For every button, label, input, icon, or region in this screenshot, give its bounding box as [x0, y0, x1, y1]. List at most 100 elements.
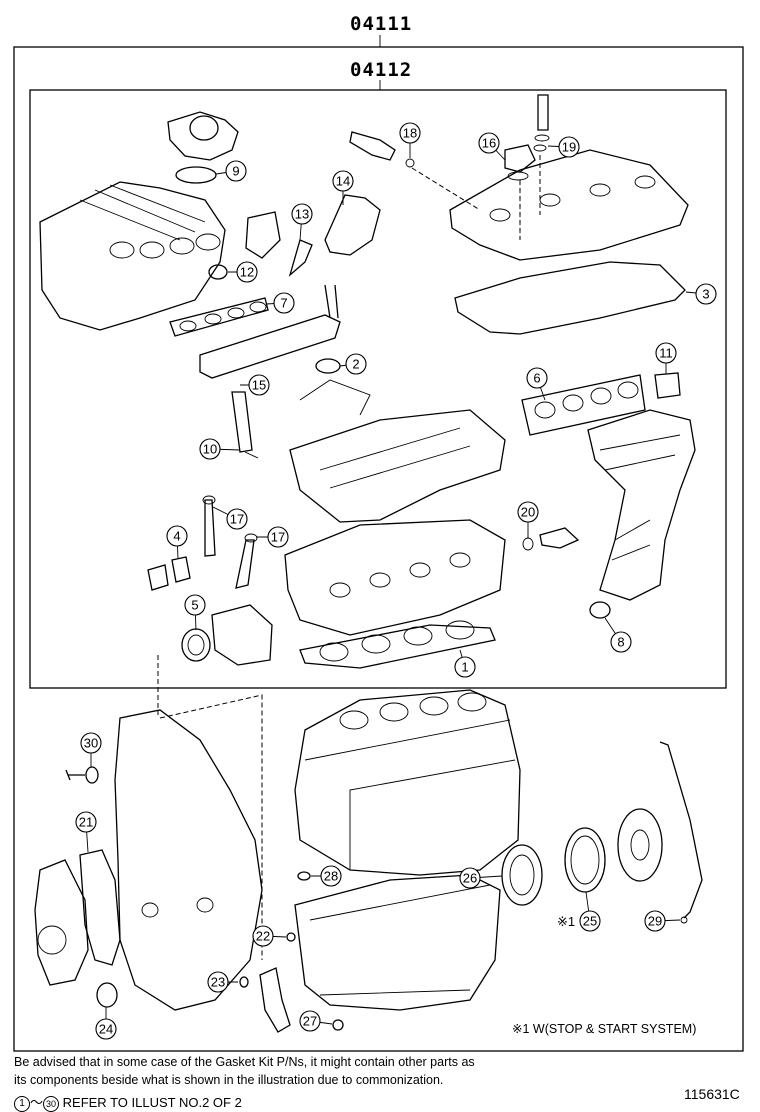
kit-outer-part-number: 04111	[350, 13, 413, 35]
callout-number-5: 5	[191, 598, 198, 613]
callout-number-6: 6	[533, 371, 540, 386]
kit-inner-part-number: 04112	[350, 59, 413, 81]
callout-circle-29	[644, 910, 666, 932]
callout-circle-20	[517, 501, 539, 523]
cylinder-head-drawing	[284, 519, 506, 636]
callout-number-17: 17	[230, 512, 244, 527]
kit-inner-frame	[29, 89, 727, 689]
callout-circle-8	[610, 631, 632, 653]
callout-circle-28	[320, 865, 342, 887]
callout-number-3: 3	[702, 287, 709, 302]
gasket-4-drawing	[171, 556, 191, 583]
callout-number-1: 1	[461, 660, 468, 675]
gasket-9-drawing	[175, 166, 217, 184]
callout-circle-30	[80, 732, 102, 754]
callout-circle-13	[291, 203, 313, 225]
callout-number-14: 14	[336, 174, 350, 189]
callout-number-15: 15	[252, 378, 266, 393]
callout-number-2: 2	[352, 357, 359, 372]
exhaust-manifold-drawing	[587, 409, 696, 601]
callout-number-22: 22	[256, 929, 270, 944]
callout-circle-16	[478, 132, 500, 154]
water-outlet-drawing	[211, 604, 273, 666]
bolt-19-drawing	[537, 94, 549, 131]
callout-circle-17	[226, 508, 248, 530]
egr-valve-drawing	[245, 211, 281, 259]
callout-number-12: 12	[240, 265, 254, 280]
flywheel-drawing	[617, 808, 663, 882]
ref-text: REFER TO ILLUST NO.2 OF 2	[62, 1095, 242, 1110]
callout-number-30: 30	[84, 736, 98, 751]
valve-17a-drawing	[204, 499, 216, 557]
callout-circle-23	[207, 971, 229, 993]
callout-number-23: 23	[211, 975, 225, 990]
callout-circle-24	[95, 1018, 117, 1040]
callout-circle-14	[332, 170, 354, 192]
callout-number-7: 7	[280, 296, 287, 311]
callout-number-27: 27	[303, 1014, 317, 1029]
gasket-3-drawing	[454, 261, 686, 335]
callout-circle-15	[248, 374, 270, 396]
bolt-30-drawing	[65, 769, 85, 781]
fuel-rail-drawing	[199, 284, 341, 379]
refer-illustration-note: 1～30 REFER TO ILLUST NO.2 OF 2	[14, 1092, 242, 1112]
seal-25-drawing	[564, 827, 606, 893]
timing-cover-drawing	[114, 709, 263, 1011]
note-line-1: Be advised that in some case of the Gask…	[14, 1055, 475, 1069]
plug-27-drawing	[332, 1019, 344, 1031]
cylinder-head-cover-drawing	[449, 149, 689, 261]
ref-end-circle: 30	[43, 1095, 60, 1112]
gasket-12-drawing	[208, 264, 228, 280]
seal-24-drawing	[96, 982, 118, 1008]
gasket-6-drawing	[521, 374, 646, 436]
callout-circle-4	[166, 525, 188, 547]
callout-circle-3	[695, 283, 717, 305]
callout-circle-22	[252, 925, 274, 947]
callout-circle-5	[184, 594, 206, 616]
callout-number-8: 8	[617, 635, 624, 650]
callout-circle-7	[273, 292, 295, 314]
camshaft-housing-drawing	[289, 409, 506, 523]
seal-26-drawing	[501, 844, 543, 906]
callout-number-11: 11	[659, 346, 673, 361]
gasket-8-drawing	[589, 601, 611, 619]
callout-number-10: 10	[203, 442, 217, 457]
stop-start-legend: ※1 W(STOP & START SYSTEM)	[512, 1022, 697, 1036]
cylinder-block-drawing	[294, 689, 521, 876]
kit-outer-frame	[13, 46, 744, 1052]
callout-circle-2	[345, 353, 367, 375]
callout-number-24: 24	[99, 1022, 113, 1037]
callout-circle-9	[225, 160, 247, 182]
oil-pump-drawing	[259, 967, 291, 1033]
callout-circle-1	[454, 656, 476, 678]
ref-start-circle: 1	[14, 1095, 30, 1112]
callout-number-17: 17	[271, 530, 285, 545]
plug-28-drawing	[297, 871, 311, 881]
throttle-body-drawing	[167, 111, 239, 161]
seal-5-drawing	[181, 628, 211, 662]
note-line-2: its components beside what is shown in t…	[14, 1073, 444, 1087]
callout-circle-17	[267, 526, 289, 548]
seal-22-drawing	[286, 932, 296, 942]
callout-number-25: 25	[583, 914, 597, 929]
seal-23-drawing	[239, 976, 249, 988]
callout-number-19: 19	[562, 140, 576, 155]
head-gasket-1-drawing	[299, 624, 496, 669]
callout-circle-27	[299, 1010, 321, 1032]
callout-number-9: 9	[232, 164, 239, 179]
oil-pan-drawing	[294, 874, 501, 1011]
sensor-20-drawing	[539, 527, 580, 549]
gasket-11-drawing	[654, 372, 681, 399]
sensor-18-drawing	[349, 131, 396, 161]
callout-number-28: 28	[324, 869, 338, 884]
oil-filler-cap-drawing	[504, 144, 536, 173]
callout-circle-21	[75, 811, 97, 833]
valve-17b-drawing	[235, 539, 255, 589]
callout-number-20: 20	[521, 505, 535, 520]
callout-circle-11	[655, 342, 677, 364]
callout-circle-18	[399, 122, 421, 144]
callout-number-4: 4	[173, 529, 180, 544]
callout-circle-6	[526, 367, 548, 389]
callout-number-26: 26	[463, 871, 477, 886]
